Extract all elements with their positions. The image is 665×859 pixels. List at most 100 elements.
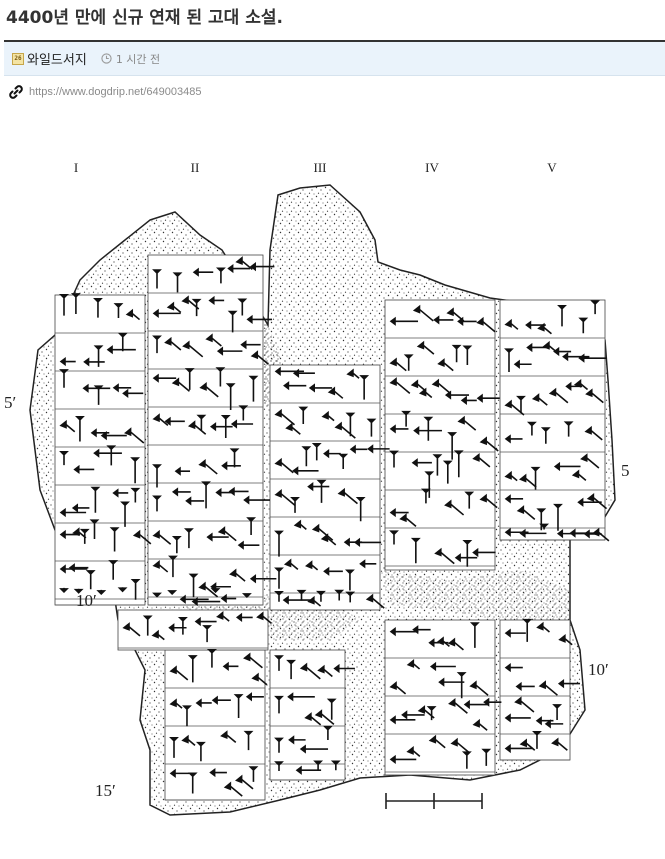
cuneiform-wedge — [345, 412, 356, 437]
cuneiform-wedge — [237, 540, 260, 550]
cuneiform-wedge — [457, 316, 477, 327]
cuneiform-wedge — [431, 378, 452, 395]
cuneiform-wedge — [283, 381, 307, 391]
cuneiform-wedge — [274, 457, 294, 474]
cuneiform-wedge — [208, 295, 225, 306]
cuneiform-wedge — [246, 314, 273, 325]
cuneiform-wedge — [311, 523, 334, 541]
cuneiform-wedge — [59, 507, 87, 518]
cuneiform-wedge — [243, 495, 270, 505]
cuneiform-wedge — [444, 390, 470, 400]
cuneiform-wedge — [320, 533, 337, 546]
cuneiform-wedge — [553, 346, 572, 357]
source-link-row: https://www.dogdrip.net/649003485 — [8, 82, 201, 102]
cuneiform-wedge — [464, 491, 475, 509]
cuneiform-wedge — [225, 383, 236, 411]
cuneiform-wedge — [100, 431, 127, 441]
cuneiform-wedge — [191, 298, 202, 317]
cuneiform-wedge — [191, 596, 221, 607]
cuneiform-wedge — [93, 448, 122, 458]
cuneiform-wedge — [410, 537, 421, 564]
cuneiform-wedge — [209, 422, 233, 432]
cuneiform-wedge — [125, 308, 141, 321]
cuneiform-wedge — [113, 303, 124, 319]
cuneiform-wedge — [472, 547, 496, 558]
cuneiform-wedge — [108, 560, 119, 580]
cuneiform-wedge — [207, 648, 217, 668]
cuneiform-wedge — [117, 332, 128, 352]
cuneiform-wedge — [448, 697, 468, 714]
cuneiform-wedge — [316, 479, 327, 503]
cuneiform-wedge — [171, 487, 191, 497]
cuneiform-wedge — [168, 555, 178, 578]
cuneiform-wedge — [169, 737, 179, 758]
column-header-2: II — [191, 160, 200, 175]
cuneiform-wedge — [401, 710, 425, 720]
cuneiform-wedge — [130, 578, 141, 600]
cuneiform-wedge — [185, 496, 205, 506]
cuneiform-wedge — [504, 434, 523, 444]
cuneiform-wedge — [202, 625, 213, 643]
cuneiform-wedge — [216, 346, 243, 356]
cuneiform-wedge — [349, 444, 368, 454]
cuneiform-wedge — [222, 661, 239, 671]
cuneiform-wedge — [526, 342, 547, 353]
cuneiform-wedge — [274, 590, 284, 602]
post-time: 1 시간 전 — [115, 52, 161, 66]
cuneiform-wedge — [194, 616, 217, 627]
cuneiform-wedge — [287, 692, 315, 702]
cuneiform-wedge — [530, 466, 541, 490]
cuneiform-wedge — [256, 611, 272, 625]
cuneiform-tablet-drawing: I II III IV V 5′ 10′ 15′ 5 10′ — [4, 160, 630, 816]
cuneiform-wedge — [515, 681, 535, 692]
cuneiform-wedge — [292, 466, 319, 476]
author-name[interactable]: 와일드서지 — [27, 53, 87, 68]
line-number-right-10: 10′ — [588, 660, 609, 679]
cuneiform-wedge — [89, 519, 100, 540]
source-link[interactable]: https://www.dogdrip.net/649003485 — [29, 86, 202, 98]
cuneiform-wedge — [591, 527, 610, 542]
cuneiform-wedge — [504, 494, 524, 504]
cuneiform-wedge — [220, 414, 231, 439]
cuneiform-wedge — [359, 559, 377, 569]
cuneiform-wedge — [399, 513, 417, 527]
cuneiform-wedge — [453, 450, 464, 478]
cuneiform-wedge — [460, 395, 477, 406]
tablet-image[interactable]: I II III IV V 5′ 10′ 15′ 5 10′ — [0, 150, 665, 820]
cuneiform-wedge — [461, 751, 472, 769]
cuneiform-wedge — [290, 497, 300, 513]
cuneiform-wedge — [238, 405, 249, 421]
cuneiform-wedge — [389, 530, 399, 545]
cuneiform-wedge — [334, 589, 345, 601]
cuneiform-wedge — [283, 558, 299, 570]
cuneiform-wedge — [519, 473, 537, 488]
column-header-3: III — [314, 160, 327, 175]
cuneiform-wedge — [169, 698, 183, 709]
cuneiform-wedge — [532, 730, 542, 749]
cuneiform-wedge — [183, 528, 194, 549]
cuneiform-wedge — [75, 416, 85, 442]
cuneiform-wedge — [401, 410, 412, 427]
cuneiform-wedge — [228, 486, 249, 497]
cuneiform-wedge — [442, 460, 453, 484]
cuneiform-wedge — [288, 735, 306, 745]
cuneiform-wedge — [451, 344, 462, 363]
cuneiform-wedge — [359, 375, 370, 400]
cuneiform-wedge — [152, 464, 162, 488]
cuneiform-wedge — [152, 308, 181, 318]
cuneiform-wedge — [274, 761, 284, 772]
cuneiform-wedge — [403, 354, 414, 371]
cuneiform-wedge — [504, 318, 519, 330]
cuneiform-wedge — [220, 593, 237, 604]
cuneiform-wedge — [457, 415, 477, 431]
cuneiform-wedge — [59, 293, 69, 316]
cuneiform-wedge — [93, 385, 104, 405]
cuneiform-wedge — [301, 446, 312, 467]
cuneiform-wedge — [513, 359, 532, 369]
post-meta-bar: 26 와일드서지 1 시간 전 — [4, 42, 665, 76]
cuneiform-wedge — [296, 589, 307, 601]
cuneiform-wedge — [389, 754, 417, 765]
cuneiform-wedge — [323, 566, 343, 576]
cuneiform-wedge — [538, 680, 558, 696]
cuneiform-wedge — [167, 590, 178, 596]
